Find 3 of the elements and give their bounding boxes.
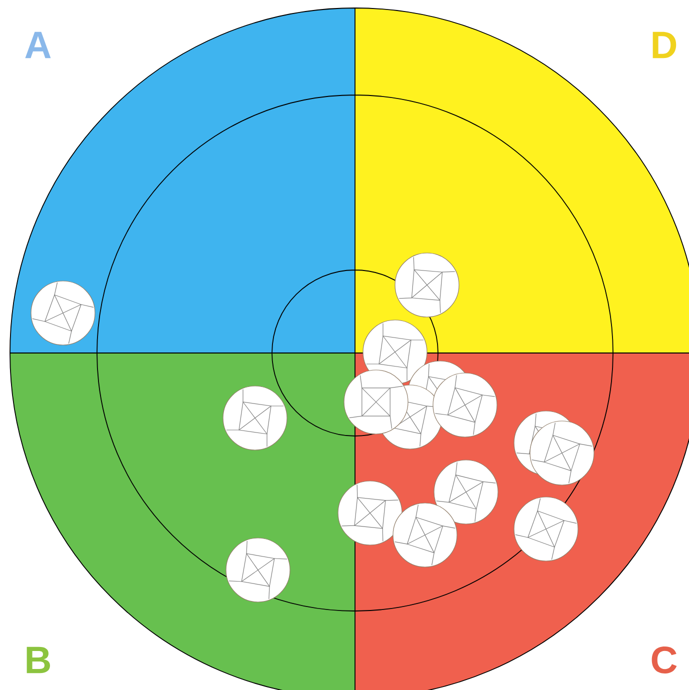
- quadrant: B: [10, 353, 355, 690]
- quadrant: D: [355, 8, 689, 353]
- quadrant: A: [10, 8, 355, 353]
